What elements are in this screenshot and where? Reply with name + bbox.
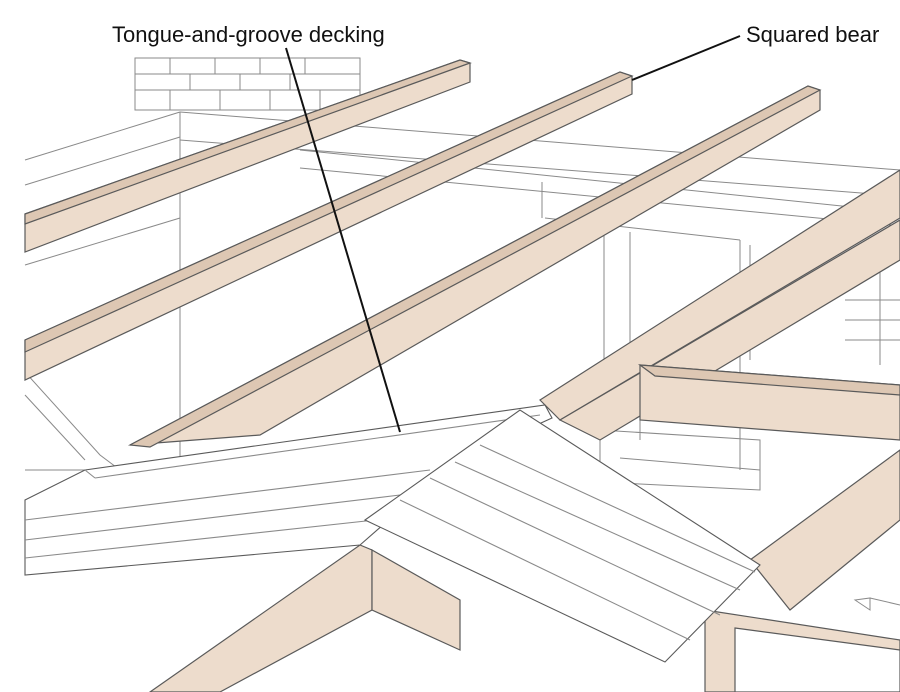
back-wall-plates — [179, 111, 900, 227]
beam-1-top — [24, 59, 472, 225]
beam-5 — [749, 449, 900, 611]
beam-lower-center — [371, 548, 461, 651]
deck-panel-right-grooves — [399, 444, 756, 641]
lower-framing-lines — [25, 420, 761, 491]
squared-beams — [24, 59, 900, 692]
beam-header-right-top — [637, 364, 900, 396]
deck-panel-left-grooves — [24, 414, 541, 559]
deck-panel-right — [363, 409, 761, 663]
beam-lower-left — [148, 544, 373, 692]
masonry-chimney — [134, 57, 361, 111]
beam-4 — [539, 169, 900, 421]
beam-callout-label: Squared bear — [746, 22, 880, 47]
decking-leader-line — [285, 47, 401, 433]
left-wall-lines — [24, 111, 181, 470]
leader-lines — [285, 35, 741, 433]
beam-3-top — [127, 85, 822, 448]
decking-boards — [24, 404, 761, 663]
right-sketch-lines — [853, 597, 900, 611]
beam-1 — [24, 59, 471, 253]
beam-leader-line — [631, 35, 741, 81]
left-brace-lines — [24, 371, 121, 471]
beam-2-top — [24, 71, 634, 353]
beam-bottom-right-inner — [734, 627, 900, 692]
decking-callout-label: Tongue-and-groove decking — [112, 22, 385, 47]
background-framing — [24, 57, 900, 611]
